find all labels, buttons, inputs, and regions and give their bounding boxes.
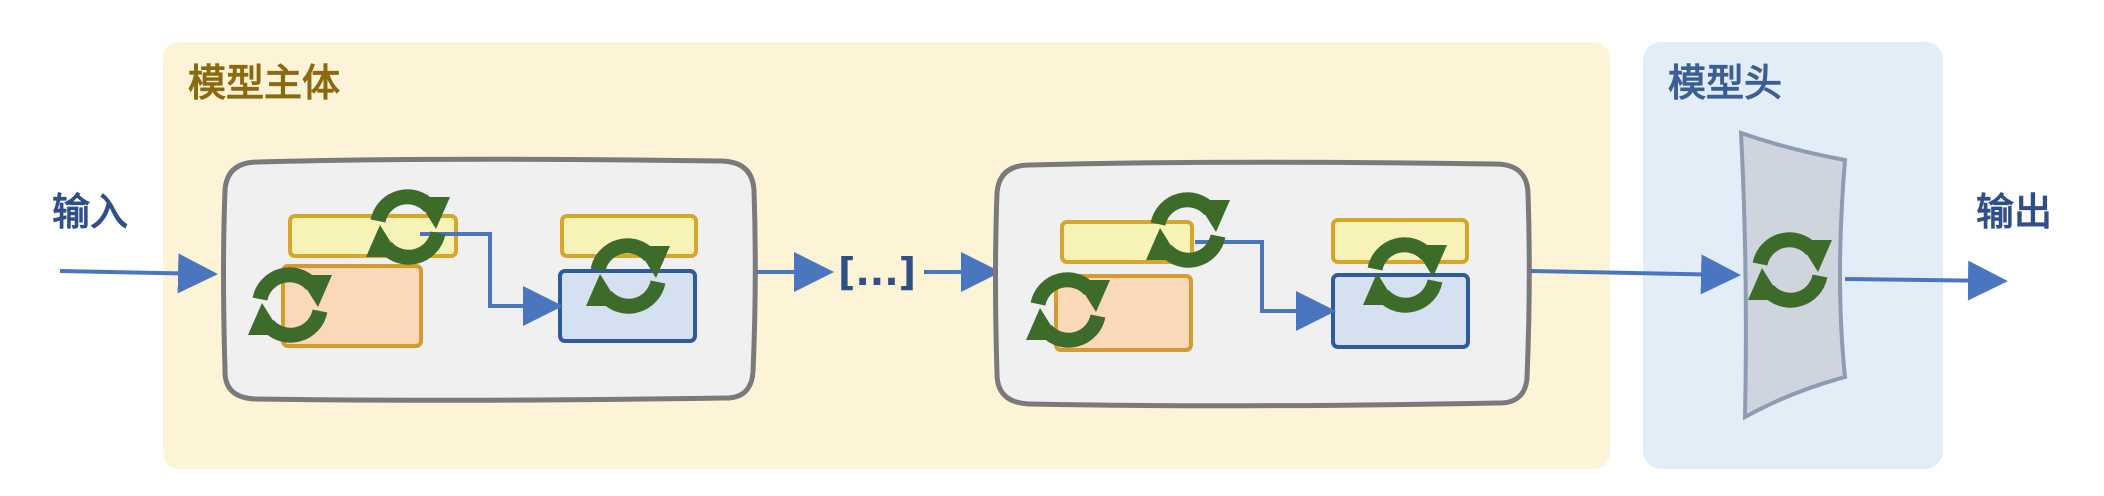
layer-block-1 (221, 156, 758, 403)
layer-block-2 (993, 159, 1532, 409)
input-label: 输入 (52, 190, 128, 234)
arrow-to-head (1530, 254, 1741, 295)
connector-arrow (1195, 240, 1336, 331)
connector-arrow (420, 232, 563, 326)
model-head-title: 模型头 (1668, 61, 1782, 105)
output-label: 输出 (1976, 190, 2052, 234)
input-arrow (59, 253, 218, 294)
output-arrow (1844, 260, 2008, 301)
model-body-title: 模型主体 (188, 61, 340, 105)
ellipsis-label: [...] (838, 250, 916, 294)
model-head-shape (1738, 130, 1848, 421)
